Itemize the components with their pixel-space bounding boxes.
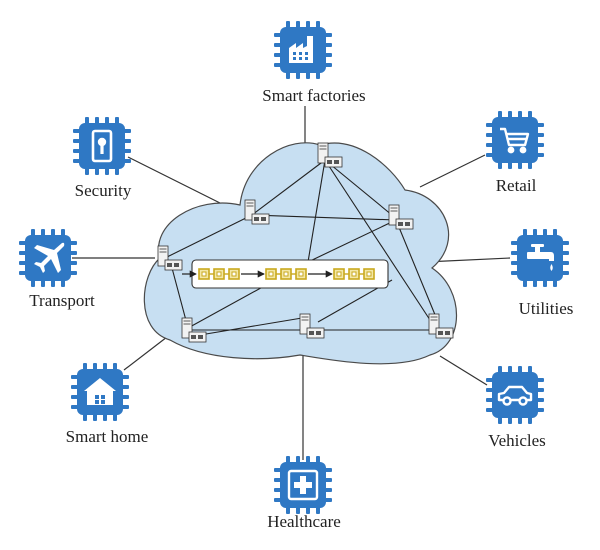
label-security: Security	[75, 181, 132, 200]
label-smart-factories: Smart factories	[262, 86, 365, 105]
blockchain-block-group-3	[333, 268, 375, 280]
category-smart-home	[71, 363, 129, 421]
connector-vehicles	[439, 355, 488, 386]
connector-smart-home	[123, 336, 168, 371]
label-smart-home: Smart home	[66, 427, 149, 446]
label-utilities: Utilities	[519, 299, 574, 318]
category-transport	[19, 229, 77, 287]
blockchain-block-group-2	[265, 268, 307, 280]
label-transport: Transport	[29, 291, 95, 310]
category-retail	[486, 111, 544, 169]
label-retail: Retail	[496, 176, 537, 195]
category-vehicles	[486, 366, 544, 424]
category-smart-factories	[274, 21, 332, 79]
label-vehicles: Vehicles	[488, 431, 546, 450]
category-security	[73, 117, 131, 175]
blockchain-block-group-1	[198, 268, 240, 280]
label-healthcare: Healthcare	[267, 512, 341, 531]
category-healthcare	[274, 456, 332, 514]
connector-retail	[419, 154, 486, 188]
category-utilities	[511, 229, 569, 287]
blockchain-bar	[182, 259, 389, 289]
category-connectors	[72, 106, 511, 460]
